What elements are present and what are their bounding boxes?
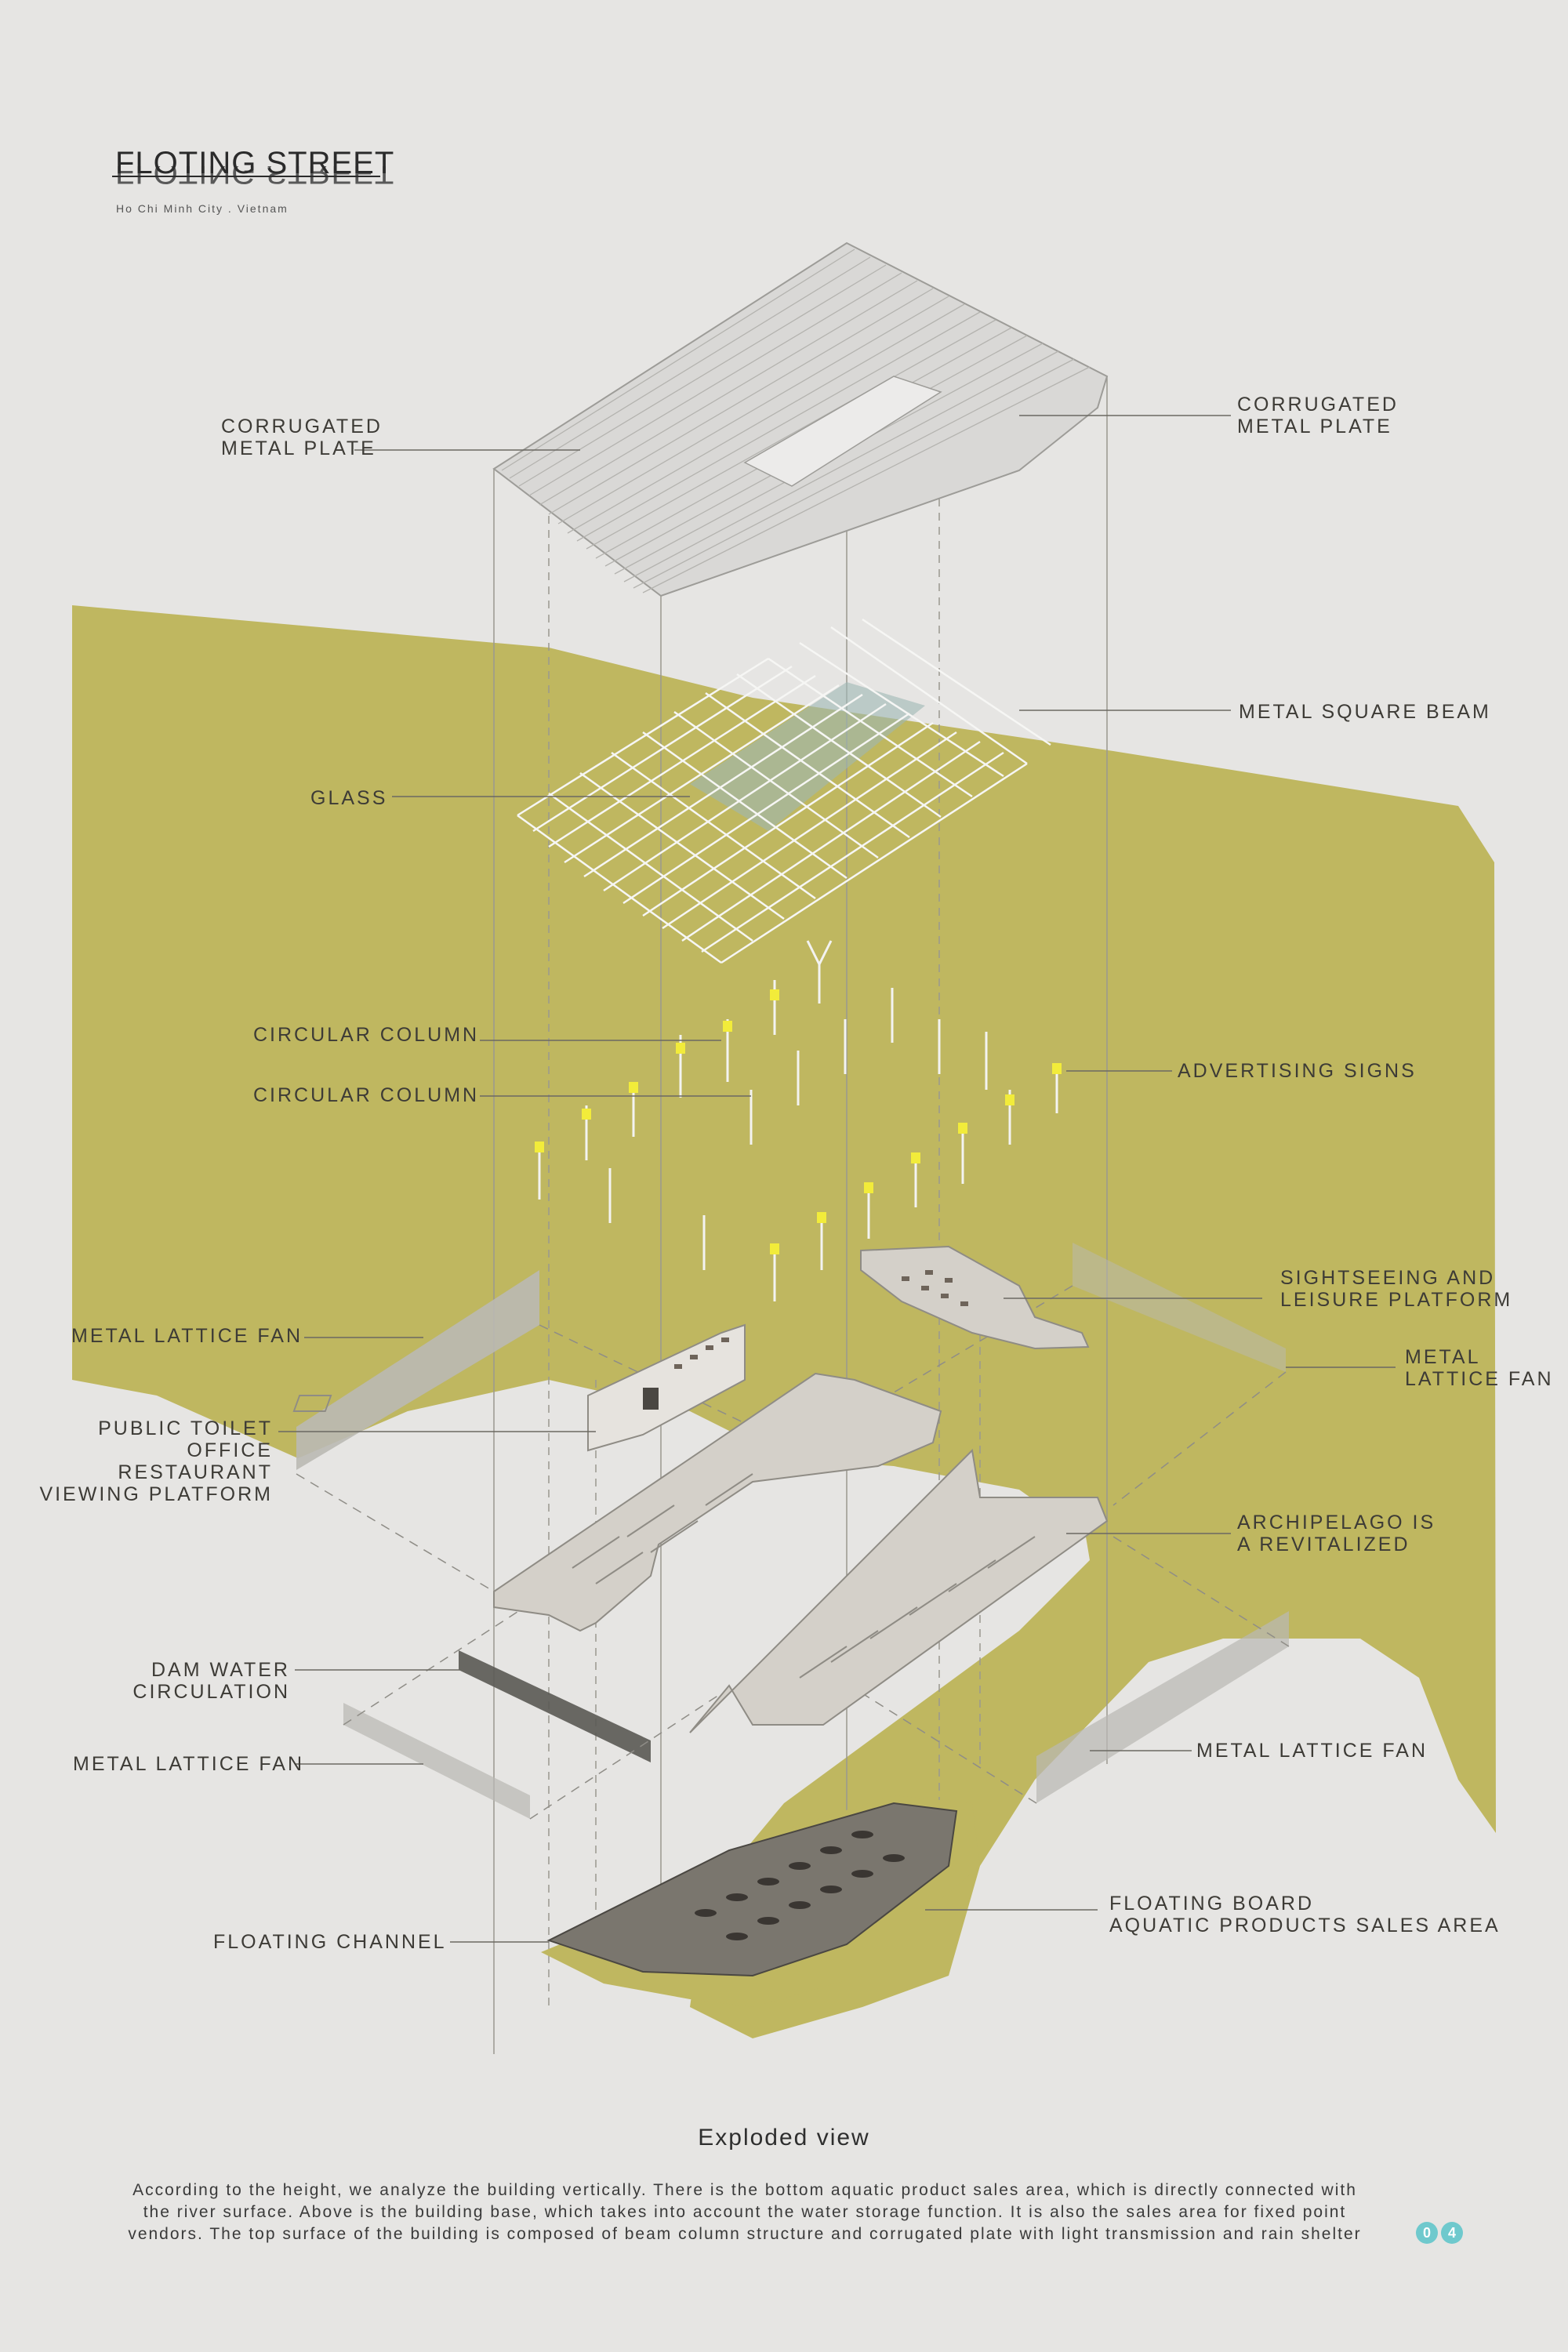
page-number: 0 4	[1416, 2222, 1463, 2244]
label-archipelago: ARCHIPELAGO IS A REVITALIZED	[1237, 1512, 1436, 1555]
label-lattice-fan-right-top: METAL LATTICE FAN	[1405, 1346, 1554, 1390]
label-circular-column-1: CIRCULAR COLUMN	[253, 1024, 480, 1046]
floating-channel-area	[541, 1795, 980, 2007]
label-lattice-fan-right-bottom: METAL LATTICE FAN	[1196, 1740, 1428, 1762]
leader-lines	[278, 415, 1396, 1943]
label-lattice-fan-left-top: METAL LATTICE FAN	[71, 1325, 303, 1347]
public-toilet-block	[587, 1323, 746, 1452]
page-digit: 4	[1441, 2222, 1463, 2244]
metal-lattice-fans	[296, 1243, 1289, 1819]
page-title-mirror: FLOTING STREET	[115, 166, 395, 190]
sightseeing-platform	[860, 1245, 1090, 1350]
label-metal-square-beam: METAL SQUARE BEAM	[1239, 701, 1491, 723]
label-public-toilet: PUBLIC TOILET OFFICE RESTAURANT VIEWING …	[39, 1417, 273, 1505]
label-advertising-signs: ADVERTISING SIGNS	[1178, 1060, 1417, 1082]
label-floating-channel: FLOATING CHANNEL	[213, 1931, 447, 1953]
caption-title: Exploded view	[698, 2125, 870, 2151]
page-subtitle: Ho Chi Minh City . Vietnam	[116, 202, 289, 215]
label-corrugated-left: CORRUGATED METAL PLATE	[221, 416, 383, 459]
page-digit: 0	[1416, 2222, 1438, 2244]
label-floating-board: FLOATING BOARD AQUATIC PRODUCTS SALES AR…	[1109, 1893, 1501, 1936]
label-lattice-fan-left-bottom: METAL LATTICE FAN	[73, 1753, 305, 1775]
caption-body: According to the height, we analyze the …	[128, 2181, 1362, 2243]
olive-background-shape	[72, 605, 1496, 2038]
title-block: FLOTING STREET FLOTING STREET	[112, 146, 395, 190]
metal-beam-grid	[517, 618, 1051, 964]
label-dam-water: DAM WATER CIRCULATION	[132, 1659, 290, 1703]
label-circular-column-2: CIRCULAR COLUMN	[253, 1084, 480, 1106]
label-sightseeing-platform: SIGHTSEEING AND LEISURE PLATFORM	[1280, 1267, 1513, 1311]
page-title: FLOTING STREET	[115, 146, 395, 180]
advertising-signs	[535, 989, 1062, 1254]
label-glass: GLASS	[310, 787, 388, 809]
corrugated-roof	[492, 241, 1109, 597]
archipelago-platforms	[292, 1372, 1109, 1733]
title-rule	[112, 176, 380, 177]
label-corrugated-right: CORRUGATED METAL PLATE	[1237, 394, 1399, 437]
